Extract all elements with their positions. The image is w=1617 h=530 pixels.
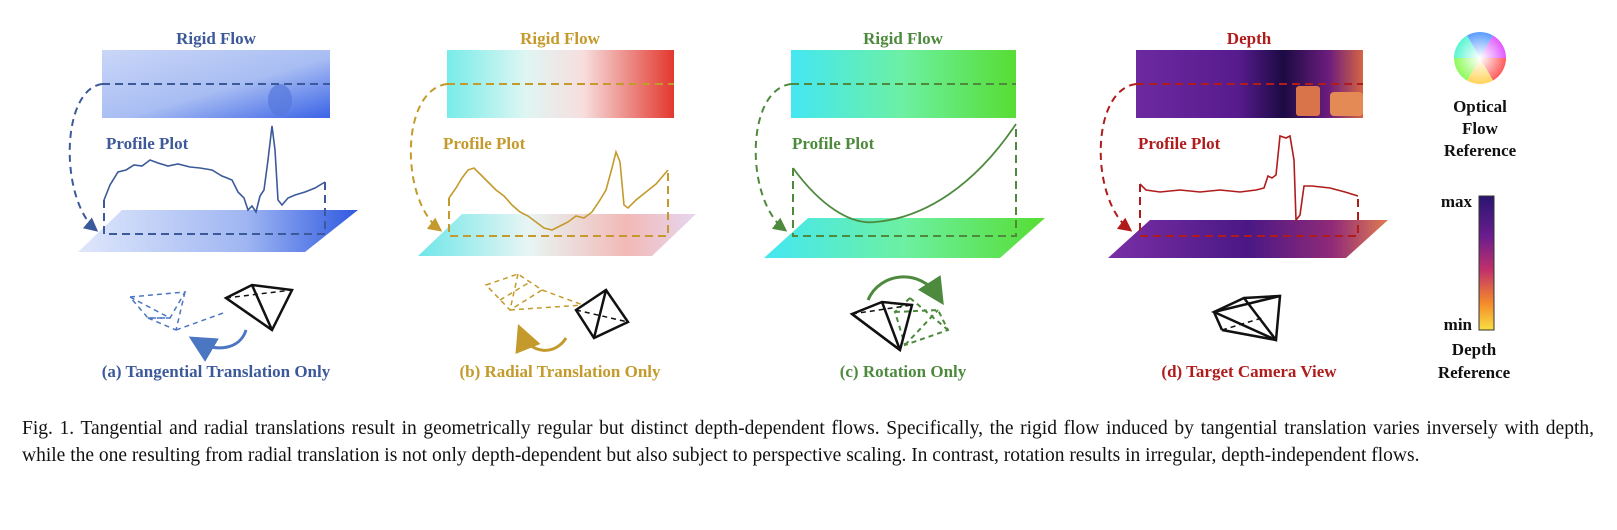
panel-d-subcaption: (d) Target Camera View [1161, 362, 1337, 381]
panel-d-profile-label: Profile Plot [1138, 134, 1221, 153]
panel-b: Rigid Flow Profile Plot (b) Radial Trans… [409, 29, 696, 381]
panel-b-target-camera [574, 288, 630, 340]
depth-colorbar [1478, 195, 1495, 331]
panel-a-flow-highlight [268, 84, 292, 116]
depth-reference-label-line-2: Reference [1438, 363, 1511, 382]
legend: Optical Flow Reference max min Depth Ref… [1438, 32, 1517, 382]
optical-flow-label-line-3: Reference [1444, 141, 1517, 160]
panel-c: Rigid Flow Profile Plot (c) Rotation Onl… [754, 29, 1045, 381]
panel-d-depth-highlight [1296, 86, 1320, 116]
panel-d: Depth Profile Plot (d) Target Camera Vie… [1099, 29, 1388, 381]
depth-min-label: min [1444, 315, 1473, 334]
panel-a: Rigid Flow Profile Plot (a) Tangential T… [68, 29, 358, 381]
panel-d-target-camera [1211, 294, 1282, 342]
panel-c-target-camera [849, 300, 914, 353]
panel-b-motion-arrow [515, 323, 568, 355]
depth-reference-label-line-1: Depth [1452, 340, 1497, 359]
panel-a-plane [78, 210, 358, 252]
panel-a-target-camera [223, 283, 294, 332]
depth-max-label: max [1441, 192, 1473, 211]
panel-c-title: Rigid Flow [863, 29, 944, 48]
panel-c-plane [764, 218, 1045, 258]
panel-b-title: Rigid Flow [520, 29, 601, 48]
panel-a-profile-label: Profile Plot [106, 134, 189, 153]
panel-c-profile-curve [792, 123, 1017, 224]
panel-a-flow-image [102, 50, 330, 118]
optical-flow-color-wheel [1454, 32, 1506, 84]
panel-d-profile-curve [1139, 134, 1359, 223]
panel-c-motion-arrow [866, 275, 944, 306]
panel-b-source-camera [484, 273, 584, 311]
panel-b-profile-curve [448, 149, 669, 231]
panel-a-profile-curve [103, 125, 326, 214]
figure-caption: Fig. 1. Tangential and radial translatio… [22, 418, 1594, 466]
optical-flow-label-line-2: Flow [1462, 119, 1499, 138]
panel-b-flow-image [447, 50, 674, 118]
panel-d-plane [1108, 220, 1388, 258]
panel-c-subcaption: (c) Rotation Only [840, 362, 967, 381]
panel-c-profile-label: Profile Plot [792, 134, 875, 153]
panel-d-depth-highlight-2 [1330, 92, 1363, 116]
panel-b-subcaption: (b) Radial Translation Only [459, 362, 661, 381]
panel-a-source-camera [128, 291, 227, 331]
panel-d-title: Depth [1227, 29, 1272, 48]
panel-a-subcaption: (a) Tangential Translation Only [102, 362, 331, 381]
optical-flow-label-line-1: Optical [1453, 97, 1507, 116]
panel-d-depth-image [1136, 50, 1363, 118]
figure-illustration: Rigid Flow Profile Plot (a) Tangential T… [68, 29, 1517, 382]
panel-a-title: Rigid Flow [176, 29, 257, 48]
panel-a-motion-arrow [188, 329, 248, 362]
panel-b-profile-label: Profile Plot [443, 134, 526, 153]
